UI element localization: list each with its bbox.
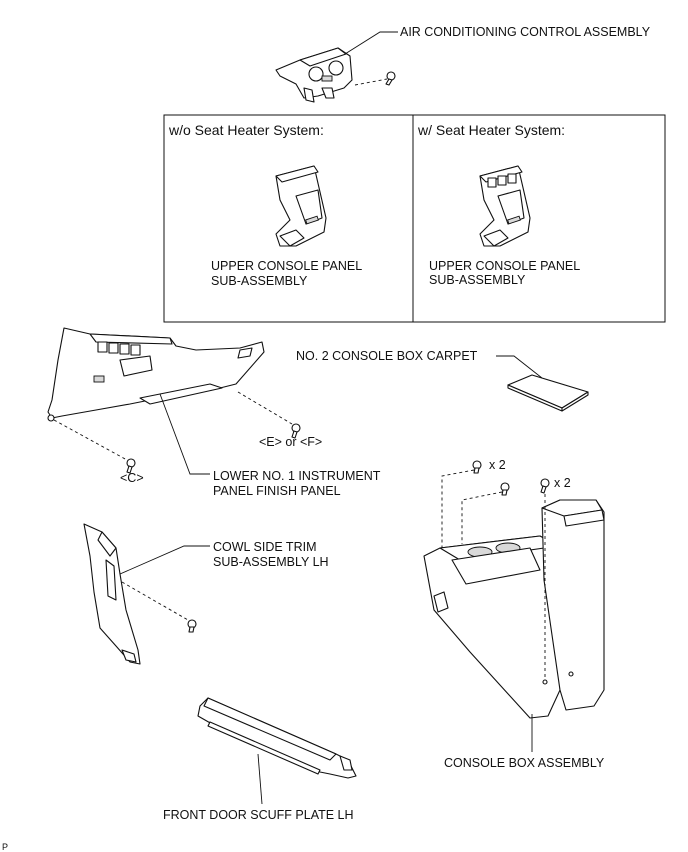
label-cowl-line2: SUB-ASSEMBLY LH <box>213 555 329 569</box>
air-conditioning-control-assembly <box>275 47 353 103</box>
label-scuff-plate: FRONT DOOR SCUFF PLATE LH <box>163 808 354 822</box>
front-door-scuff-plate <box>197 697 357 779</box>
cowl-side-trim <box>83 523 141 665</box>
console-box-assembly <box>423 499 605 719</box>
label-e-or-f: <E> or <F> <box>259 435 322 449</box>
label-upper-console-1-line2: SUB-ASSEMBLY <box>211 274 308 288</box>
lower-instrument-panel-finish-panel <box>47 327 265 422</box>
clip-console-lower <box>500 482 510 496</box>
screw-c <box>126 458 136 474</box>
label-w-seat-heater: w/ Seat Heater System: <box>417 122 565 138</box>
screw-e-or-f <box>291 423 301 439</box>
label-cowl-line1: COWL SIDE TRIM <box>213 540 316 554</box>
corner-mark: P <box>2 842 8 852</box>
clip-console-upper <box>472 460 482 474</box>
label-lower-panel-line1: LOWER NO. 1 INSTRUMENT <box>213 469 381 483</box>
clip-cowl <box>187 619 197 633</box>
upper-console-panel-with-heater <box>479 165 531 247</box>
label-upper-console-2-line1: UPPER CONSOLE PANEL <box>429 259 580 273</box>
upper-console-panel-without-heater <box>275 165 327 247</box>
label-air-conditioning: AIR CONDITIONING CONTROL ASSEMBLY <box>400 25 651 39</box>
label-upper-console-1-line1: UPPER CONSOLE PANEL <box>211 259 362 273</box>
label-qty-screw: x 2 <box>554 476 571 490</box>
label-console-box-carpet: NO. 2 CONSOLE BOX CARPET <box>296 349 478 363</box>
console-box-carpet <box>507 374 589 412</box>
label-upper-console-2-line2: SUB-ASSEMBLY <box>429 273 526 287</box>
label-qty-clip: x 2 <box>489 458 506 472</box>
label-lower-panel-line2: PANEL FINISH PANEL <box>213 484 341 498</box>
label-wo-seat-heater: w/o Seat Heater System: <box>168 122 324 138</box>
label-console-box: CONSOLE BOX ASSEMBLY <box>444 756 605 770</box>
screw-ac <box>385 71 396 86</box>
label-c: <C> <box>120 471 144 485</box>
screw-console <box>540 478 550 494</box>
variant-box <box>163 114 666 323</box>
